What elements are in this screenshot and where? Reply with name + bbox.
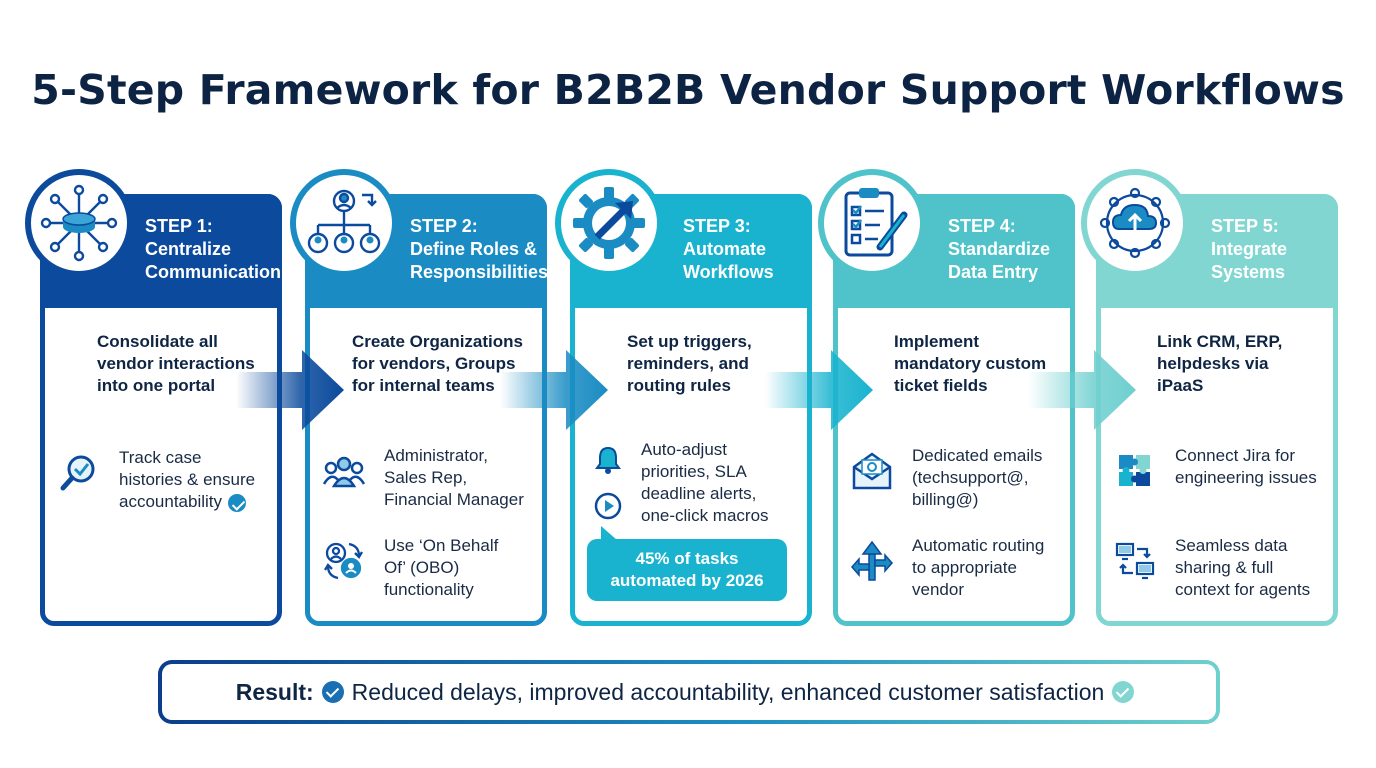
feature-text: Dedicated emails (techsupport@, billing@… (912, 446, 1043, 509)
step-2-feature-obo: Use ‘On Behalf Of’ (OBO) functionality (322, 535, 547, 601)
step-1-title: STEP 1: Centralize Communication (145, 216, 282, 282)
puzzle-icon (1113, 449, 1157, 493)
email-at-icon (850, 449, 894, 493)
bell-icon (594, 445, 622, 480)
step-2-summary: Create Organizations for vendors, Groups… (352, 332, 523, 395)
org-chart-icon (290, 169, 398, 277)
flow-arrow-1 (236, 350, 344, 430)
result-banner: Result: Reduced delays, improved account… (158, 660, 1220, 724)
clipboard-checklist-icon (818, 169, 926, 277)
step-5-feature-data: Seamless data sharing & full context for… (1113, 535, 1338, 601)
step-2-title: STEP 2: Define Roles & Responsibilities (410, 216, 549, 282)
gear-arrow-icon (555, 169, 663, 277)
result-text: Reduced delays, improved accountability,… (351, 678, 1105, 705)
flow-arrow-4 (1028, 350, 1136, 430)
split-routing-icon (850, 539, 894, 583)
step-5-feature-jira: Connect Jira for engineering issues (1113, 445, 1338, 493)
automation-stat-callout: 45% of tasks automated by 2026 (587, 526, 787, 601)
step-3-summary: Set up triggers, reminders, and routing … (627, 332, 752, 395)
step-4-summary: Implement mandatory custom ticket fields (894, 332, 1047, 395)
step-5-card: STEP 5: Integrate Systems Link CRM, ERP,… (1081, 169, 1338, 626)
step-4-feature-routing: Automatic routing to appropriate vendor (850, 535, 1075, 601)
step-2-card: STEP 2: Define Roles & Responsibilities … (290, 169, 549, 626)
step-2-feature-roles: Administrator, Sales Rep, Financial Mana… (322, 445, 547, 511)
cloud-network-icon (1081, 169, 1189, 277)
step-3-card: STEP 3: Automate Workflows Set up trigge… (555, 169, 812, 626)
result-label: Result: (235, 678, 314, 705)
check-icon (228, 493, 247, 512)
step-4-title: STEP 4: Standardize Data Entry (948, 216, 1051, 282)
feature-text: Use ‘On Behalf Of’ (OBO) functionality (384, 536, 499, 599)
check-icon (1112, 681, 1135, 703)
feature-text: Connect Jira for engineering issues (1175, 446, 1317, 487)
step-4-feature-emails: Dedicated emails (techsupport@, billing@… (850, 445, 1075, 511)
play-icon (594, 492, 622, 525)
user-switch-icon (322, 539, 366, 583)
step-3-feature-auto: Auto-adjust priorities, SLA deadline ale… (591, 439, 816, 527)
step-5-title: STEP 5: Integrate Systems (1211, 216, 1288, 282)
flow-arrow-2 (500, 350, 608, 430)
step-4-card: STEP 4: Standardize Data Entry Implement… (818, 169, 1075, 626)
page-title: 5-Step Framework for B2B2B Vendor Suppor… (31, 66, 1345, 114)
data-sync-icon (1113, 539, 1157, 583)
result-content: Result: Reduced delays, improved account… (162, 664, 1216, 720)
magnifier-check-icon (57, 451, 101, 495)
step-1-summary: Consolidate all vendor interactions into… (97, 332, 255, 395)
feature-text: Auto-adjust priorities, SLA deadline ale… (641, 440, 769, 525)
users-group-icon (322, 449, 366, 493)
step-3-title: STEP 3: Automate Workflows (683, 216, 774, 282)
feature-text: Track case histories & ensure accountabi… (119, 448, 256, 512)
step-5-summary: Link CRM, ERP, helpdesks via iPaaS (1157, 332, 1283, 395)
feature-text: Administrator, Sales Rep, Financial Mana… (384, 446, 524, 509)
feature-text: Seamless data sharing & full context for… (1175, 536, 1311, 599)
check-icon (321, 681, 344, 703)
step-1-card: STEP 1: Centralize Communication Consoli… (25, 169, 282, 626)
flow-arrow-3 (765, 350, 873, 430)
feature-text: Automatic routing to appropriate vendor (912, 536, 1045, 599)
step-1-feature-track: Track case histories & ensure accountabi… (57, 447, 282, 513)
hub-network-icon (25, 169, 133, 277)
